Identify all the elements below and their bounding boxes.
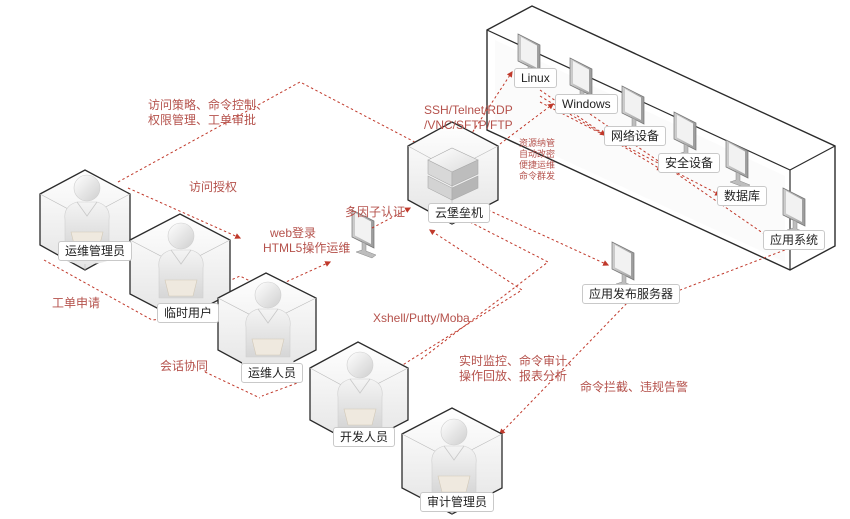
line-admin-bastion xyxy=(117,81,432,183)
box-developer xyxy=(309,341,409,447)
box-temp-user xyxy=(129,213,231,321)
label-appsys: 应用系统 xyxy=(763,230,826,250)
label-ops-admin: 运维管理员 xyxy=(58,241,133,261)
box-ops-staff xyxy=(217,272,317,377)
label-bastion: 云堡垒机 xyxy=(428,203,491,223)
note-session-collab: 会话协同 xyxy=(160,359,209,373)
note-mfa: 多因子认证 xyxy=(345,205,406,219)
line-mfa xyxy=(371,207,412,229)
note-access-auth: 访问授权 xyxy=(189,180,238,194)
line-monitor xyxy=(419,221,549,361)
note-res-4: 命令群发 xyxy=(519,171,556,181)
line-cmd-block xyxy=(499,299,631,435)
appsys-monitor-icon xyxy=(782,187,808,237)
note-res-1: 资源纳管 xyxy=(519,138,556,148)
note-access-policy-1: 访问策略、命令控制、 xyxy=(148,98,269,112)
note-protocols-1: SSH/Telnet/RDP xyxy=(424,103,513,117)
note-cmd-block: 命令拦截、违规告警 xyxy=(580,380,689,394)
line-app-publish xyxy=(487,209,610,266)
label-database: 数据库 xyxy=(717,186,768,206)
note-res-2: 自动改密 xyxy=(519,149,556,159)
note-protocols-2: /VNC/SFTP/FTP xyxy=(424,118,513,132)
app-publish-monitor-icon xyxy=(611,241,637,291)
note-clients: Xshell/Putty/Moba xyxy=(373,311,470,325)
box-audit-admin xyxy=(401,407,503,515)
note-monitor-1: 实时监控、命令审计、 xyxy=(459,354,580,368)
line-session-2 xyxy=(204,371,261,399)
note-res-3: 便捷运维 xyxy=(519,160,556,170)
label-ops-staff: 运维人员 xyxy=(241,363,304,383)
note-ticket-request: 工单申请 xyxy=(52,296,101,310)
label-linux: Linux xyxy=(514,68,557,88)
label-developer: 开发人员 xyxy=(333,427,396,447)
line-access-auth xyxy=(127,187,242,239)
note-monitor-2: 操作回放、报表分析 xyxy=(459,369,568,383)
line-publish-appsys xyxy=(674,247,791,293)
line-security xyxy=(539,95,664,171)
label-windows: Windows xyxy=(555,94,618,114)
label-temp-user: 临时用户 xyxy=(157,303,220,323)
label-security: 安全设备 xyxy=(658,153,721,173)
label-app-publish: 应用发布服务器 xyxy=(582,284,681,304)
label-audit-admin: 审计管理员 xyxy=(420,492,495,512)
note-web-login: web登录 xyxy=(270,226,317,240)
note-html5-ops: HTML5操作运维 xyxy=(263,241,351,255)
line-web-login xyxy=(254,261,332,297)
line-network xyxy=(539,89,606,136)
server-icon xyxy=(427,147,479,201)
note-access-policy-2: 权限管理、工单审批 xyxy=(148,113,257,127)
box-bastion xyxy=(407,121,499,225)
label-network: 网络设备 xyxy=(604,126,667,146)
line-database xyxy=(539,101,722,196)
